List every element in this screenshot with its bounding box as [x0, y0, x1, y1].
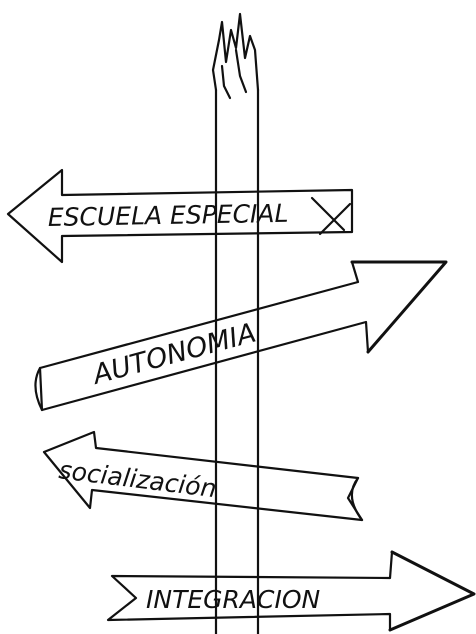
sign-integracion: INTEGRACION	[106, 550, 476, 632]
sign-escuela-especial: ESCUELA ESPECIAL	[6, 168, 354, 264]
sign-label-integracion: INTEGRACION	[146, 585, 320, 614]
arrow-left-icon	[42, 430, 364, 522]
arrow-left-icon	[6, 168, 354, 264]
sign-autonomia: AUTONOMIA	[34, 260, 448, 412]
sign-label-autonomia: AUTONOMIA	[88, 318, 259, 392]
sign-socializacion: socialización	[42, 430, 364, 522]
sign-label-escuela-especial: ESCUELA ESPECIAL	[48, 199, 289, 232]
